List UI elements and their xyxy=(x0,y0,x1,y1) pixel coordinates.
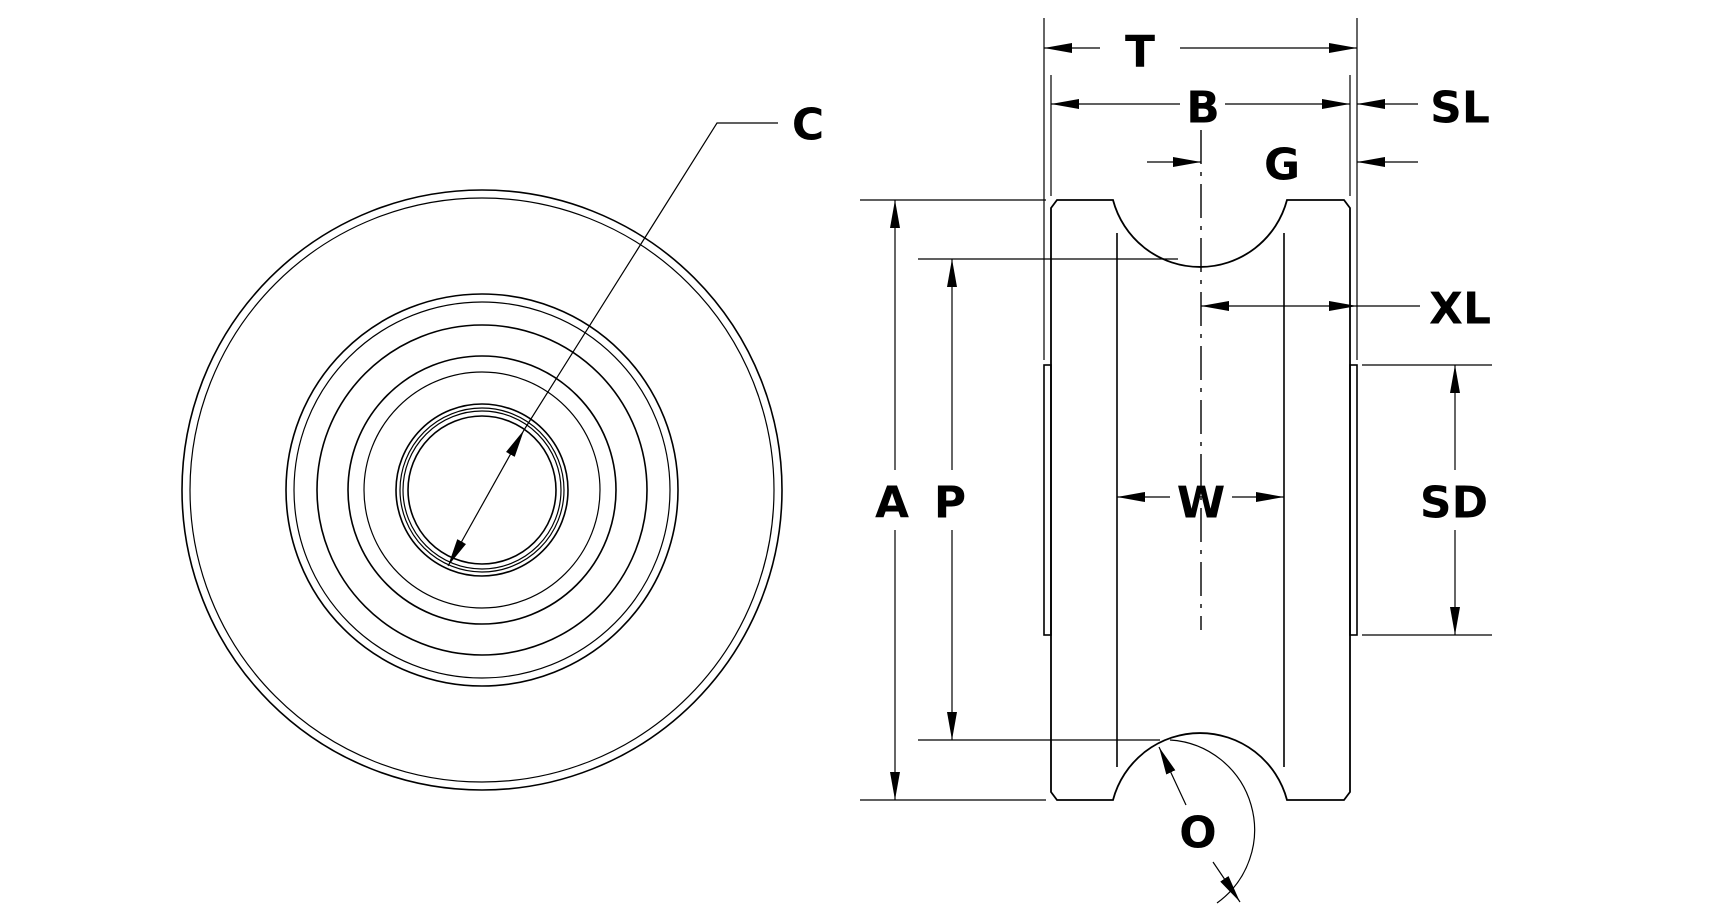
spacer-left xyxy=(1043,364,1052,636)
groove-label: G xyxy=(1264,140,1300,191)
flange-inner-circle xyxy=(293,301,671,679)
bore-label: C xyxy=(792,100,824,151)
groove-width-label: W xyxy=(1177,478,1226,529)
outer-rim-inner-circle xyxy=(189,197,775,783)
outer-rim-circle xyxy=(181,189,783,791)
bore-chamfer-inner xyxy=(402,410,562,570)
bearing-outer-circle xyxy=(347,355,617,625)
bore-circle xyxy=(407,415,557,565)
front-view: C xyxy=(181,100,824,791)
bore-chamfer-outer xyxy=(395,403,569,577)
overall-width-label: T xyxy=(1125,27,1155,78)
groove-circle xyxy=(316,324,648,656)
bore-chamfer-mid xyxy=(399,407,565,573)
spacer-right xyxy=(1349,364,1358,636)
o-arrow-upper xyxy=(1158,746,1187,806)
side-view: T B SL G XL A P SD W xyxy=(860,18,1492,904)
flange-circle xyxy=(285,293,679,687)
bearing-seal-circle xyxy=(363,371,601,609)
bore-dimension-line xyxy=(447,429,525,567)
spacer-length-label: SL xyxy=(1430,83,1490,134)
extension-length-label: XL xyxy=(1429,284,1491,335)
shoulder-diameter-label: SD xyxy=(1420,478,1488,529)
pitch-diameter-label: P xyxy=(934,478,966,529)
groove-radius-label: O xyxy=(1179,808,1216,859)
bore-leader-line xyxy=(523,122,778,431)
bearing-width-label: B xyxy=(1186,83,1220,134)
outer-diameter-label: A xyxy=(875,478,909,529)
o-arrow-lower xyxy=(1212,861,1241,903)
